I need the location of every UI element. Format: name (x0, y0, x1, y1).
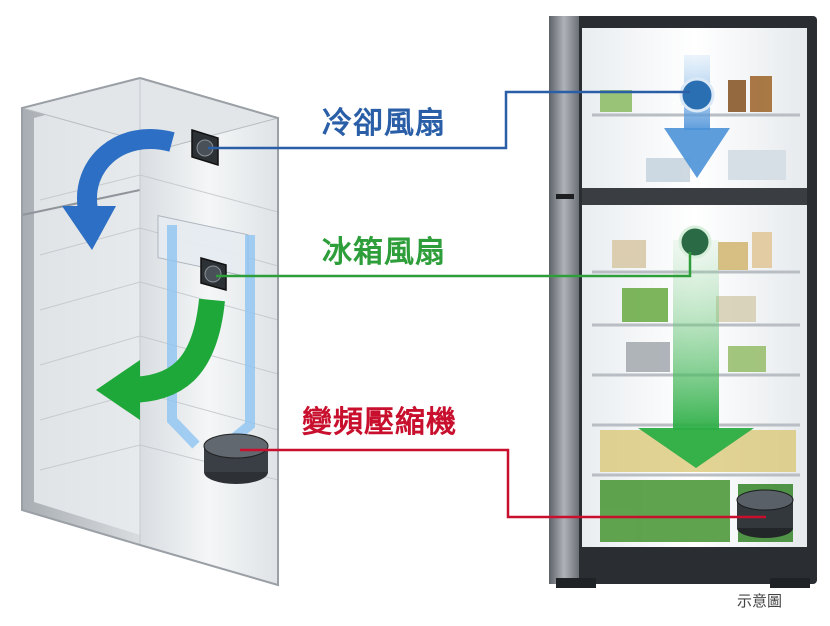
label-fridge-fan: 冰箱風扇 (322, 235, 446, 270)
compressor-icon (203, 433, 269, 484)
callout-line-fridge-fan (216, 252, 692, 278)
compressor-photo-icon (736, 489, 794, 538)
label-cooling-fan: 冷卻風扇 (322, 106, 446, 141)
refrigerator-photo (549, 16, 817, 588)
callout-line-compressor (240, 448, 766, 519)
cooling-fan-photo-icon (679, 77, 715, 113)
cold-air-green-arrow-icon (96, 298, 225, 420)
fridge-fan-photo-icon (678, 225, 712, 259)
cooling-fan-icon (191, 128, 219, 167)
callout-line-cooling-fan (208, 90, 690, 150)
fridge-fan-icon (200, 257, 227, 291)
caption-schematic: 示意圖 (737, 592, 783, 610)
cutaway-cabinet (20, 77, 280, 587)
label-compressor: 變頻壓縮機 (302, 405, 457, 440)
cold-air-blue-arrow-icon (62, 129, 175, 250)
